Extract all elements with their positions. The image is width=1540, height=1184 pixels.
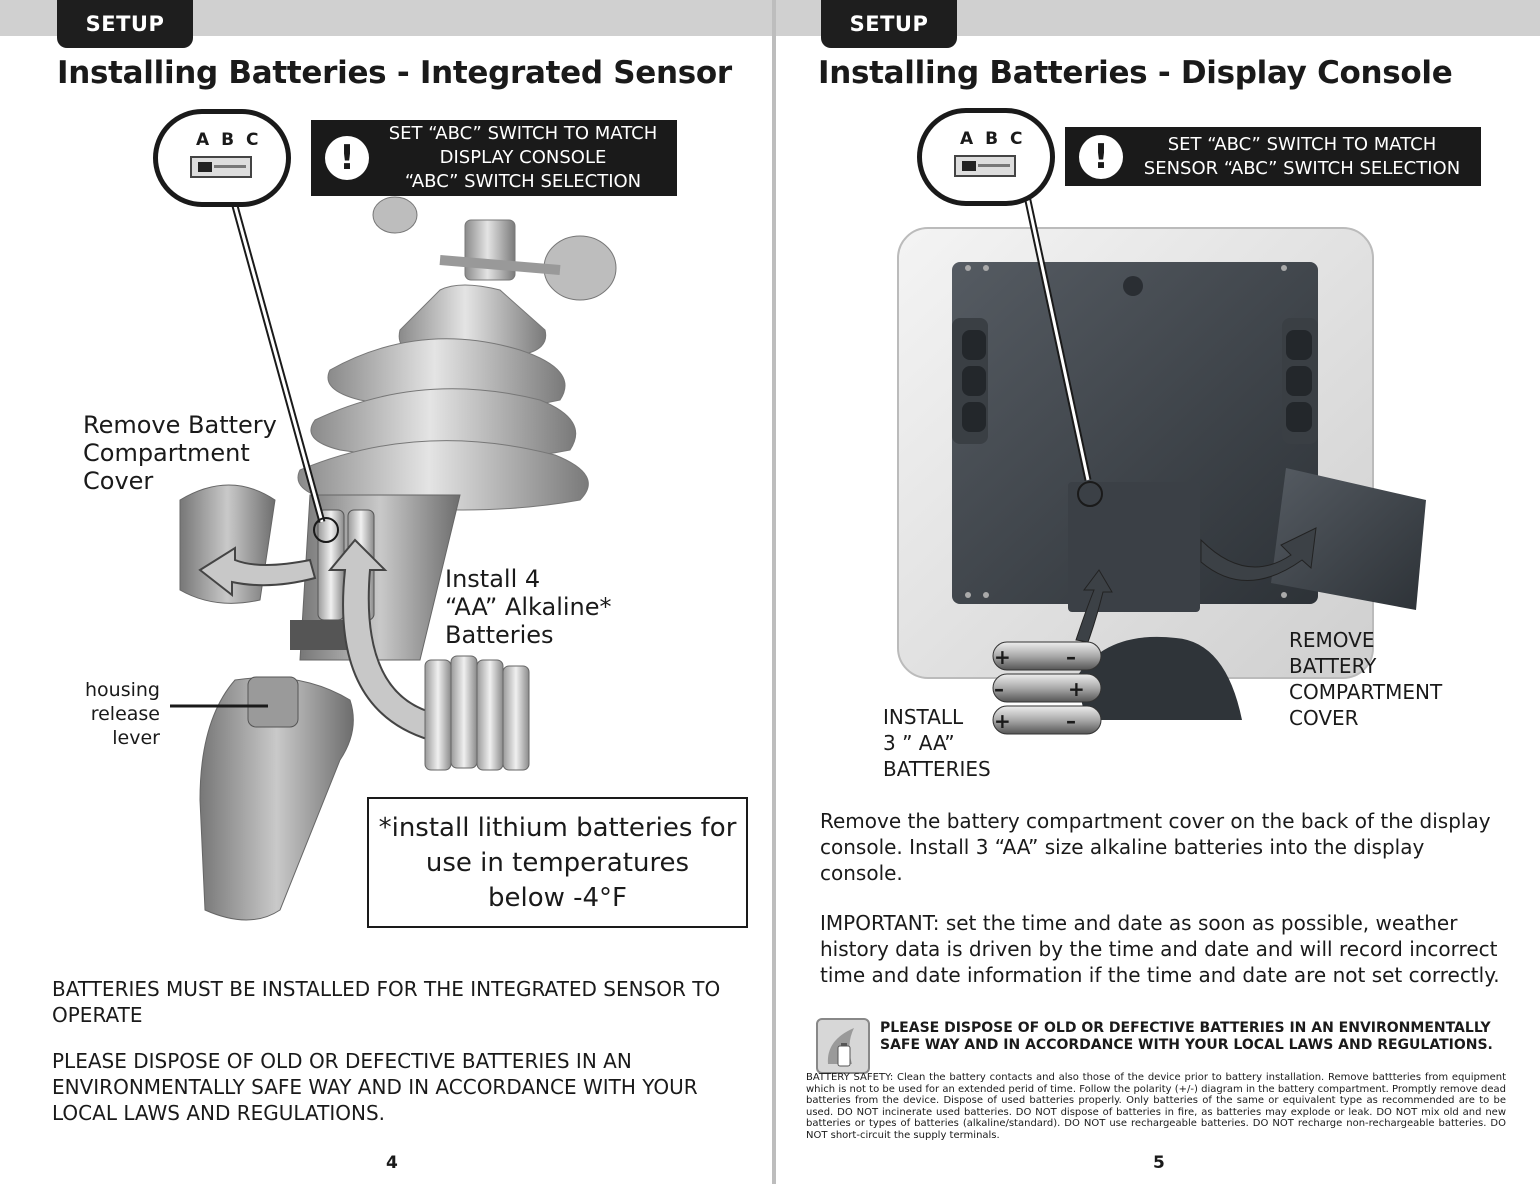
switch-label: A B C: [960, 129, 1026, 149]
housing-release-label: housing release lever: [85, 679, 160, 749]
install-batteries-label: Install 4 “AA” Alkaline* Batteries: [445, 565, 612, 649]
abc-switch-callout: A B C: [153, 109, 291, 207]
abc-switch: [954, 155, 1016, 177]
sensor-illustration: [170, 194, 617, 921]
section-tab: SETUP: [57, 0, 193, 48]
left-page: SETUP Installing Batteries - Integrated …: [0, 0, 772, 1173]
three-aa-batteries: [992, 641, 1102, 735]
battery-compartment: [1068, 482, 1200, 612]
dispose-note: PLEASE DISPOSE OF OLD OR DEFECTIVE BATTE…: [52, 1049, 698, 1125]
warning-banner: ! SET “ABC” SWITCH TO MATCH SENSOR “ABC”…: [1065, 127, 1481, 186]
warning-text: SET “ABC” SWITCH TO MATCH DISPLAY CONSOL…: [388, 123, 658, 192]
exclamation-icon: !: [1079, 134, 1123, 179]
page-gutter: [772, 0, 776, 1184]
remove-cover-label: REMOVE BATTERY COMPARTMENT COVER: [1289, 628, 1443, 730]
warning-banner: ! SET “ABC” SWITCH TO MATCH DISPLAY CONS…: [311, 120, 677, 196]
remove-cover-label: Remove Battery Compartment Cover: [83, 411, 277, 495]
abc-switch: [190, 156, 252, 178]
recycle-battery-icon: [816, 1018, 870, 1074]
battery-plus-sign: +: [1068, 677, 1085, 701]
dispose-heading: PLEASE DISPOSE OF OLD OR DEFECTIVE BATTE…: [880, 1020, 1493, 1053]
right-page: SETUP Installing Batteries - Display Con…: [776, 0, 1540, 1184]
back-panel: [952, 262, 1318, 604]
exclamation-icon: !: [325, 136, 369, 180]
console-illustration: [897, 190, 1426, 735]
lithium-note: *install lithium batteries for use in te…: [367, 797, 748, 928]
battery-plus-sign: +: [994, 645, 1011, 669]
page-title: Installing Batteries - Display Console: [818, 55, 1453, 91]
section-tab: SETUP: [821, 0, 957, 48]
page-number: 4: [386, 1153, 398, 1173]
switch-label: A B C: [196, 130, 262, 150]
wind-cup: [372, 196, 418, 234]
install-batteries-label: INSTALL 3 ” AA” BATTERIES: [883, 705, 991, 781]
battery-minus-sign: –: [1066, 709, 1076, 733]
battery-plus-sign: +: [994, 709, 1011, 733]
loose-batteries: [424, 655, 530, 771]
battery-minus-sign: –: [994, 677, 1004, 701]
battery-minus-sign: –: [1066, 645, 1076, 669]
abc-switch-callout: A B C: [917, 108, 1055, 206]
operate-note: BATTERIES MUST BE INSTALLED FOR THE INTE…: [52, 977, 721, 1027]
battery-safety-text: BATTERY SAFETY: Clean the battery contac…: [806, 1072, 1506, 1141]
page-title: Installing Batteries - Integrated Sensor: [57, 55, 732, 91]
warning-text: SET “ABC” SWITCH TO MATCH SENSOR “ABC” S…: [1143, 133, 1461, 179]
page-number: 5: [1153, 1153, 1165, 1173]
install-instructions: Remove the battery compartment cover on …: [820, 809, 1491, 885]
important-note: IMPORTANT: set the time and date as soon…: [820, 911, 1500, 987]
